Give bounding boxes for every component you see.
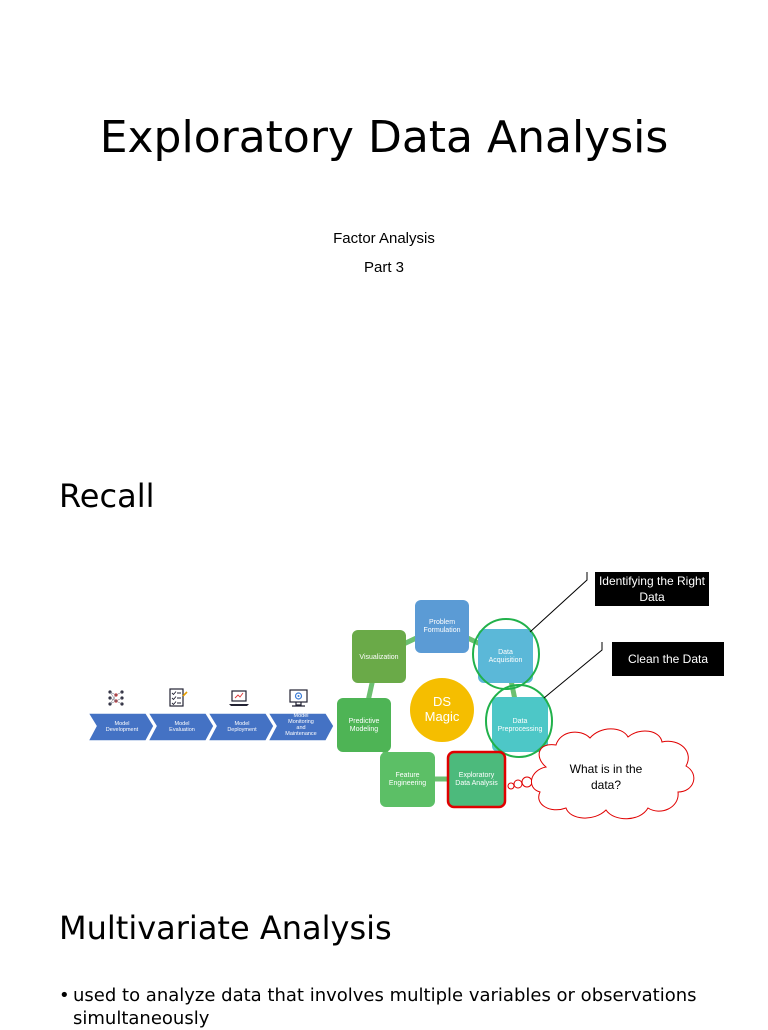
multivariate-title: Multivariate Analysis bbox=[59, 909, 392, 947]
callout-line-1 bbox=[529, 572, 588, 633]
cycle-node-visualization: Visualization bbox=[352, 630, 406, 683]
callout-box-clean-data: Clean the Data bbox=[612, 642, 724, 676]
neural-network-icon bbox=[108, 690, 124, 706]
slide1-subtitle-1: Factor Analysis bbox=[333, 230, 435, 247]
monitor-gear-icon bbox=[289, 689, 308, 707]
highlight-rect-eda bbox=[446, 750, 507, 809]
slide1-title-text: Exploratory Data Analysis bbox=[99, 112, 669, 163]
slide1-subtitle-2: Part 3 bbox=[363, 259, 405, 276]
highlight-ellipse-preprocessing bbox=[485, 684, 553, 758]
svg-text:Visualization: Visualization bbox=[359, 654, 398, 661]
checklist-icon bbox=[169, 688, 188, 707]
highlight-ellipse-acquisition bbox=[472, 618, 540, 690]
callout-text-clean-data: Clean the Data bbox=[627, 652, 709, 666]
bullet-text: used to analyze data that involves multi… bbox=[73, 985, 697, 1029]
recall-title: Recall bbox=[59, 477, 155, 515]
callout-line-2 bbox=[543, 642, 603, 699]
laptop-icon bbox=[229, 690, 249, 706]
thought-bubble-text: What is in the data? bbox=[569, 762, 643, 792]
bullet-dot-icon: • bbox=[59, 985, 70, 1006]
callout-box-right-data: Identifying the Right Data bbox=[595, 572, 709, 606]
callout-text-right-data: Identifying the Right Data bbox=[598, 574, 706, 604]
slide1-title: Exploratory Data Analysis bbox=[0, 112, 768, 164]
thought-bubble-cloud bbox=[507, 728, 695, 820]
